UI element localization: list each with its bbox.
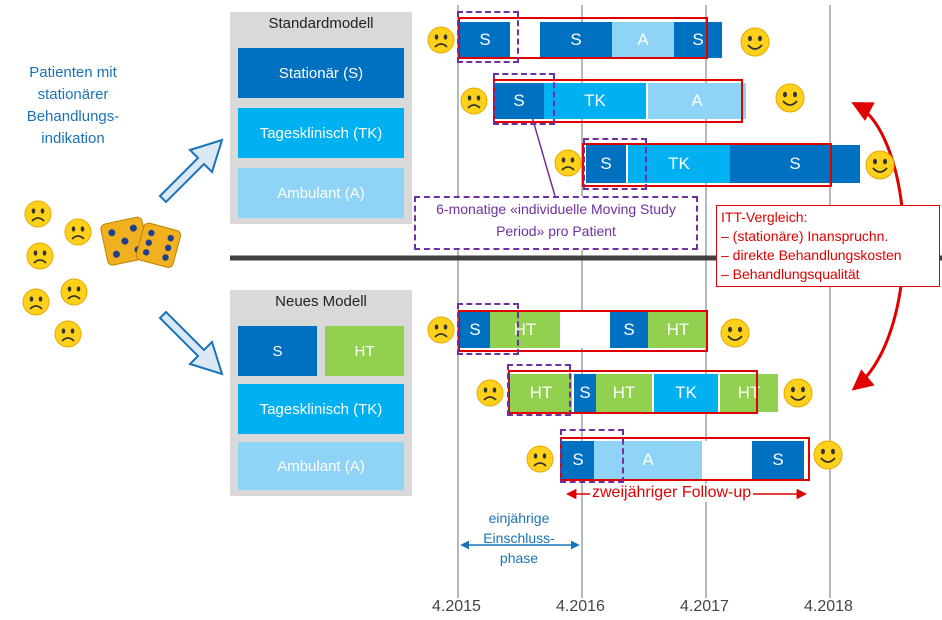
followup-frame	[458, 310, 708, 352]
dice-icon	[100, 216, 182, 268]
segment: S	[562, 441, 594, 479]
sad-smiley-icon	[554, 149, 582, 177]
segment: S	[460, 22, 510, 58]
sad-smiley-icon	[460, 87, 488, 115]
patients-label: Patienten mit stationärer Behandlungs-in…	[26, 64, 120, 147]
arrow-down-right-icon	[158, 310, 224, 376]
segment: TK	[654, 374, 718, 412]
happy-smiley-icon	[783, 378, 813, 408]
sad-smiley-icon	[60, 278, 88, 306]
followup-label: zweijähriger Follow-up	[590, 484, 754, 502]
sad-smiley-icon	[526, 445, 554, 473]
moving-period-frame	[457, 303, 519, 355]
segment: HT	[648, 312, 708, 348]
itt-comparison-box: ITT-Vergleich: – (stationäre) Inanspruch…	[716, 205, 940, 287]
segment: S	[540, 22, 612, 58]
moving-period-frame	[457, 11, 519, 63]
segment-gap	[510, 22, 540, 58]
segment: S	[494, 83, 544, 119]
new-model-title: Neues Modell	[275, 293, 367, 310]
itt-title: ITT-Vergleich:	[721, 209, 808, 225]
sad-smiley-icon	[476, 379, 504, 407]
segment: A	[648, 83, 746, 119]
date-label: 4.2016	[556, 598, 605, 615]
segment: TK	[544, 83, 646, 119]
moving-period-label: 6-monatige «individuelle Moving Study Pe…	[414, 196, 698, 250]
itt-item: – direkte Behandlungskosten	[721, 247, 902, 263]
followup-frame	[508, 370, 758, 414]
sad-smiley-icon	[24, 200, 52, 228]
moving-period-frame	[507, 364, 571, 416]
segment: S	[460, 312, 490, 348]
sad-smiley-icon	[427, 26, 455, 54]
segment: HT	[490, 312, 560, 348]
model-item-s: S	[238, 326, 317, 376]
standard-model-title: Standardmodell	[268, 15, 374, 32]
new-model-panel: Neues Modell S HT Tagesklinisch (TK) Amb…	[230, 290, 412, 496]
segment-gap	[702, 441, 752, 479]
segment: S	[586, 145, 626, 183]
segment: S	[674, 22, 722, 58]
moving-period-frame	[583, 138, 647, 190]
model-item-ambulant: Ambulant (A)	[238, 168, 404, 218]
model-item-tagesklinisch: Tagesklinisch (TK)	[238, 384, 404, 434]
einschluss-label: einjährige Einschluss-phase	[483, 510, 555, 566]
model-item-stationaer: Stationär (S)	[238, 48, 404, 98]
sad-smiley-icon	[22, 288, 50, 316]
arrow-up-right-icon	[158, 138, 224, 204]
date-label: 4.2015	[432, 598, 481, 615]
segment-gap	[560, 312, 610, 348]
segment: HT	[510, 374, 572, 412]
followup-frame	[458, 17, 708, 59]
happy-smiley-icon	[813, 440, 843, 470]
segment: A	[594, 441, 702, 479]
model-item-ht: HT	[325, 326, 404, 376]
segment: S	[752, 441, 804, 479]
happy-smiley-icon	[740, 27, 770, 57]
sad-smiley-icon	[64, 218, 92, 246]
itt-item: – (stationäre) Inanspruchn.	[721, 228, 889, 244]
segment: S	[730, 145, 860, 183]
segment: S	[610, 312, 648, 348]
moving-period-frame	[560, 429, 624, 483]
sad-smiley-icon	[26, 242, 54, 270]
model-item-tagesklinisch: Tagesklinisch (TK)	[238, 108, 404, 158]
model-item-ambulant: Ambulant (A)	[238, 442, 404, 490]
standard-model-panel: Standardmodell Stationär (S) Tagesklinis…	[230, 12, 412, 224]
date-label: 4.2017	[680, 598, 729, 615]
itt-item: – Behandlungsqualität	[721, 266, 860, 282]
segment: HT	[720, 374, 778, 412]
sad-smiley-icon	[427, 316, 455, 344]
sad-smiley-icon	[54, 320, 82, 348]
happy-smiley-icon	[775, 83, 805, 113]
segment: S	[574, 374, 596, 412]
segment: HT	[596, 374, 652, 412]
happy-smiley-icon	[865, 150, 895, 180]
date-label: 4.2018	[804, 598, 853, 615]
happy-smiley-icon	[720, 318, 750, 348]
segment: A	[612, 22, 674, 58]
moving-period-frame	[493, 73, 555, 125]
